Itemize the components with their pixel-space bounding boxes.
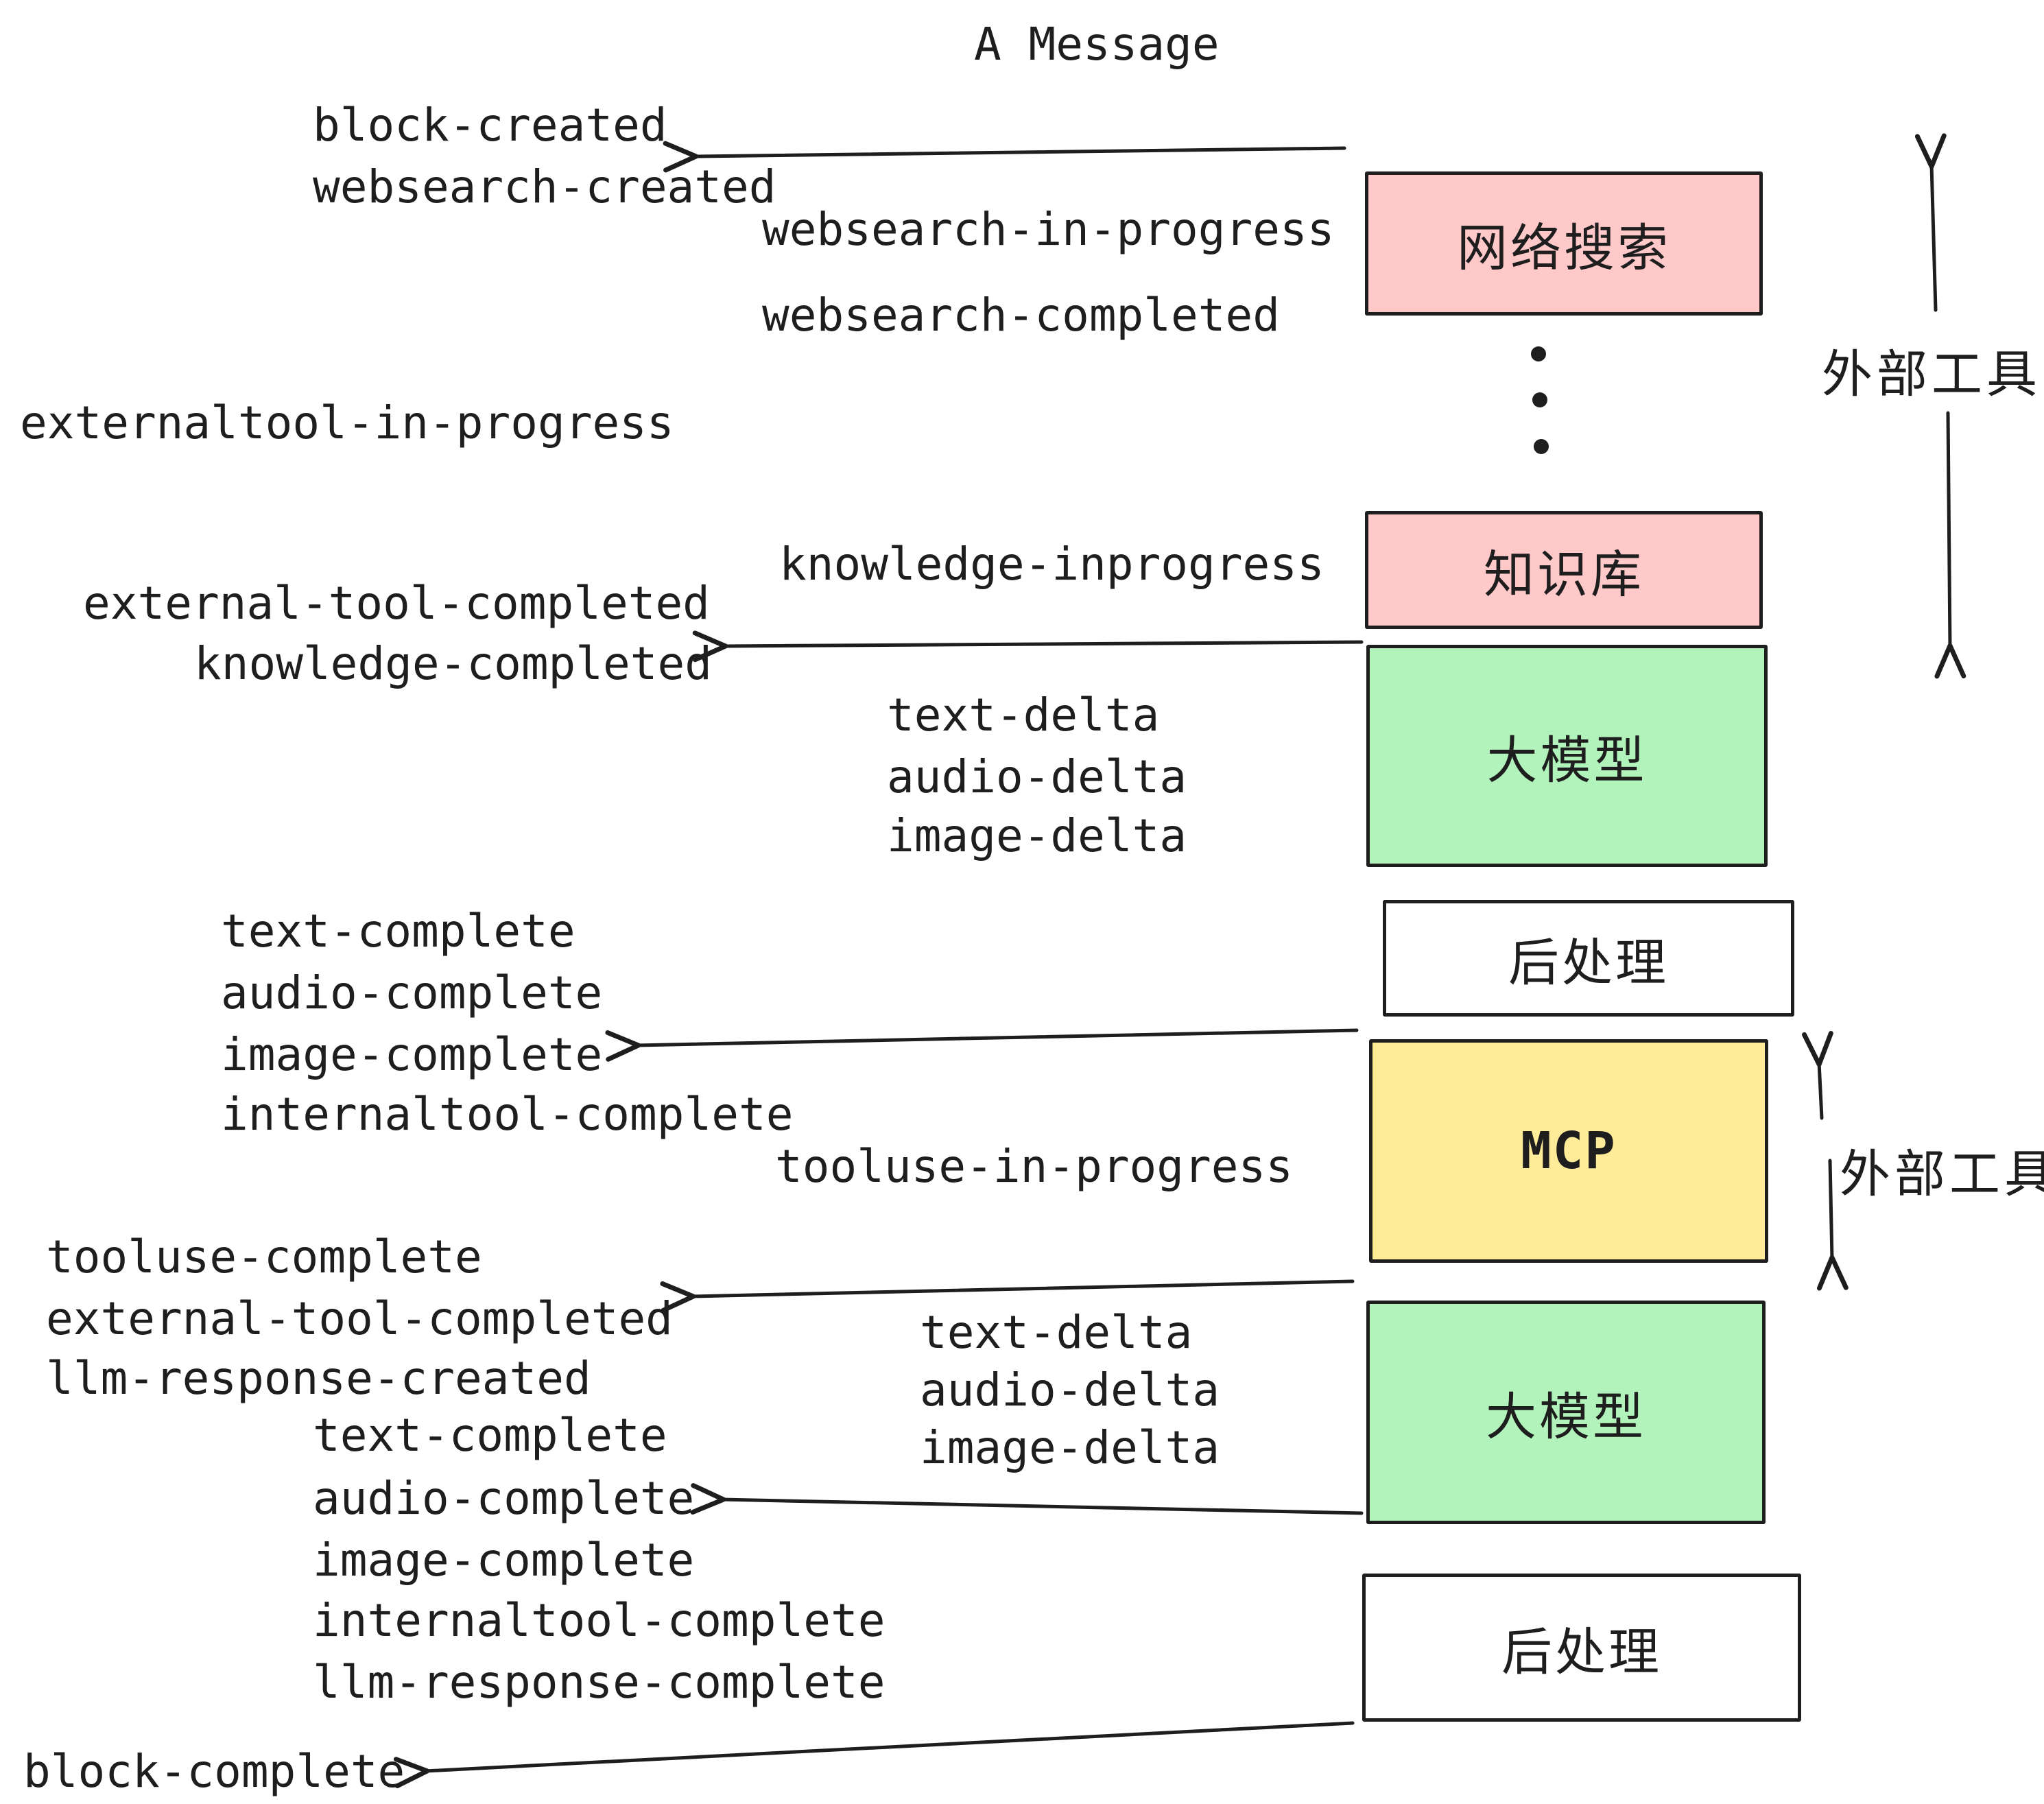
box-postprocess-2-label: 后处理	[1501, 1623, 1662, 1681]
event-label-externaltool-in-progress: externaltool-in-progress	[20, 396, 674, 449]
arrow-websearch-to-created	[663, 141, 1346, 173]
event-label-external-tool-completed-1: external-tool-completed	[83, 577, 710, 630]
event-label-text-complete-2: text-complete	[313, 1409, 667, 1462]
box-mcp-label: MCP	[1521, 1121, 1617, 1180]
event-label-text-delta-1: text-delta	[887, 689, 1160, 741]
box-llm-1-label: 大模型	[1486, 731, 1648, 789]
event-label-internaltool-complete-2: internaltool-complete	[313, 1594, 886, 1647]
event-label-external-tool-completed-2: external-tool-completed	[46, 1292, 673, 1345]
event-label-audio-delta-2: audio-delta	[920, 1364, 1220, 1416]
arrow-mcp-to-external-tool-completed	[660, 1279, 1355, 1313]
box-llm-2-label: 大模型	[1486, 1388, 1646, 1445]
event-label-image-complete-1: image-complete	[221, 1028, 603, 1081]
box-llm-1: 大模型	[1366, 645, 1768, 867]
event-label-websearch-created: websearch-created	[313, 161, 776, 213]
box-llm-2: 大模型	[1366, 1301, 1766, 1524]
event-label-llm-response-created: llm-response-created	[46, 1352, 591, 1405]
event-label-audio-complete-1: audio-complete	[221, 966, 603, 1019]
event-label-text-delta-2: text-delta	[920, 1306, 1193, 1359]
event-label-block-created: block-created	[313, 99, 667, 152]
event-label-websearch-in-progress: websearch-in-progress	[762, 203, 1335, 256]
box-postprocess-1-label: 后处理	[1508, 934, 1669, 991]
event-label-image-delta-1: image-delta	[887, 809, 1187, 862]
event-label-audio-delta-1: audio-delta	[887, 750, 1187, 803]
event-label-llm-response-complete: llm-response-complete	[313, 1656, 886, 1709]
box-knowledge-label: 知识库	[1484, 545, 1644, 603]
box-postprocess-1: 后处理	[1383, 900, 1794, 1017]
external-tools-label-top: 外部工具	[1822, 346, 2041, 403]
ellipsis-dot	[1532, 392, 1547, 407]
box-websearch-label: 网络搜索	[1457, 219, 1671, 276]
event-label-internaltool-complete-1: internaltool-complete	[221, 1088, 794, 1141]
event-label-block-complete: block-complete	[23, 1745, 405, 1798]
arrow-external-tools-top-up	[1914, 133, 1947, 312]
event-label-knowledge-completed: knowledge-completed	[194, 637, 712, 690]
box-mcp: MCP	[1369, 1039, 1768, 1263]
event-label-text-complete-1: text-complete	[221, 905, 575, 958]
arrow-llm2-to-audio-complete	[690, 1483, 1364, 1515]
arrow-post2-to-block-complete	[393, 1721, 1355, 1789]
box-postprocess-2: 后处理	[1362, 1574, 1801, 1722]
ellipsis-dot	[1531, 346, 1546, 361]
box-knowledge: 知识库	[1365, 511, 1763, 629]
arrow-mcp-to-complete-group	[605, 1028, 1359, 1062]
arrow-external-tools-mcp-up	[1802, 1030, 1833, 1120]
event-label-image-complete-2: image-complete	[313, 1534, 695, 1587]
arrow-external-tools-top-down	[1934, 411, 1966, 679]
event-label-tooluse-in-progress: tooluse-in-progress	[775, 1140, 1293, 1193]
ellipsis-dot	[1534, 439, 1549, 454]
event-label-audio-complete-2: audio-complete	[313, 1472, 695, 1525]
event-label-knowledge-inprogress: knowledge-inprogress	[779, 538, 1324, 591]
diagram-title: A Message	[974, 18, 1220, 71]
arrow-external-tools-mcp-down	[1816, 1159, 1849, 1291]
arrow-llm1-to-knowledge-completed	[692, 630, 1364, 663]
box-websearch: 网络搜索	[1365, 171, 1763, 316]
event-label-tooluse-complete: tooluse-complete	[46, 1231, 482, 1283]
event-label-websearch-completed: websearch-completed	[762, 289, 1280, 342]
external-tools-label-mcp: 外部工具	[1840, 1146, 2044, 1202]
event-label-image-delta-2: image-delta	[920, 1421, 1220, 1474]
